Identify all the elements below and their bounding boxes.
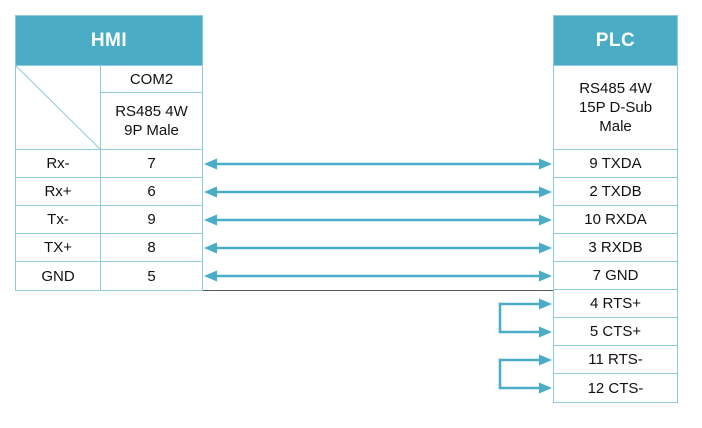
arrowhead-right-icon [539, 326, 552, 338]
plc-table: PLC RS485 4W 15P D-Sub Male 9 TXDA 2 TXD… [553, 15, 678, 403]
hmi-pin-cell: 8 [101, 234, 202, 262]
hmi-diagonal-cell [16, 66, 101, 150]
hmi-connector-line: RS485 4W [115, 103, 188, 120]
hmi-signal-cell: Tx- [16, 206, 101, 234]
hmi-port-cell: COM2 [101, 66, 202, 93]
hmi-pin-cell: 5 [147, 267, 156, 285]
connection-arrow-rx-plus [204, 186, 552, 198]
hmi-pin-cell: 7 [101, 150, 202, 178]
hmi-pin-cell: 9 [101, 206, 202, 234]
plc-pin-cell: 7 GND [554, 262, 677, 290]
arrowhead-right-icon [539, 214, 552, 226]
arrowhead-left-icon [204, 270, 217, 282]
arrowhead-left-icon [204, 242, 217, 254]
hmi-signal-cell: GND [16, 262, 101, 290]
plc-pin-cell: 9 TXDA [554, 150, 677, 178]
plc-connector-cell: RS485 4W 15P D-Sub Male [554, 66, 677, 150]
hmi-signal-cell: Rx+ [16, 178, 101, 206]
jumper-rts-minus-cts-minus [498, 354, 552, 394]
hmi-signal-cell: TX+ [16, 234, 101, 262]
hmi-connector-line: 9P Male [124, 122, 179, 139]
plc-pin-cell: 4 RTS+ [554, 290, 677, 318]
hmi-signal-cell: Rx- [16, 150, 101, 178]
arrowhead-right-icon [539, 298, 552, 310]
plc-connector-line: RS485 4W [579, 80, 652, 97]
arrowhead-right-icon [539, 270, 552, 282]
plc-pin-cell: 11 RTS- [554, 346, 677, 374]
plc-pin-cell: 12 CTS- [587, 379, 644, 397]
arrowhead-left-icon [204, 158, 217, 170]
connection-arrow-tx-plus [204, 242, 552, 254]
connection-arrow-rx-minus [204, 158, 552, 170]
plc-table-body: RS485 4W 15P D-Sub Male 9 TXDA 2 TXDB 10… [554, 66, 677, 402]
plc-connector-line: Male [599, 118, 632, 135]
hmi-table: HMI COM2 RS485 4W 9P Male Rx- 7 Rx+ 6 Tx… [15, 15, 203, 291]
hmi-table-body: COM2 RS485 4W 9P Male Rx- 7 Rx+ 6 Tx- 9 … [16, 66, 202, 290]
arrowhead-left-icon [204, 186, 217, 198]
arrowhead-right-icon [539, 186, 552, 198]
connection-arrow-tx-minus [204, 214, 552, 226]
plc-pin-cell: 3 RXDB [554, 234, 677, 262]
plc-connector-line: 15P D-Sub [578, 99, 653, 116]
hmi-pin-cell: 6 [101, 178, 202, 206]
arrowhead-right-icon [539, 382, 552, 394]
arrowhead-right-icon [539, 158, 552, 170]
plc-table-title: PLC [554, 16, 677, 66]
plc-pin-cell: 10 RXDA [554, 206, 677, 234]
plc-pin-cell: 5 CTS+ [554, 318, 677, 346]
arrowhead-left-icon [204, 214, 217, 226]
arrowhead-right-icon [539, 354, 552, 366]
hmi-connector-cell: RS485 4W 9P Male [101, 93, 202, 150]
hmi-table-title: HMI [16, 16, 202, 66]
connection-arrow-gnd [204, 270, 552, 282]
arrowhead-right-icon [539, 242, 552, 254]
jumper-rts-plus-cts-plus [498, 298, 552, 338]
plc-pin-cell: 2 TXDB [554, 178, 677, 206]
